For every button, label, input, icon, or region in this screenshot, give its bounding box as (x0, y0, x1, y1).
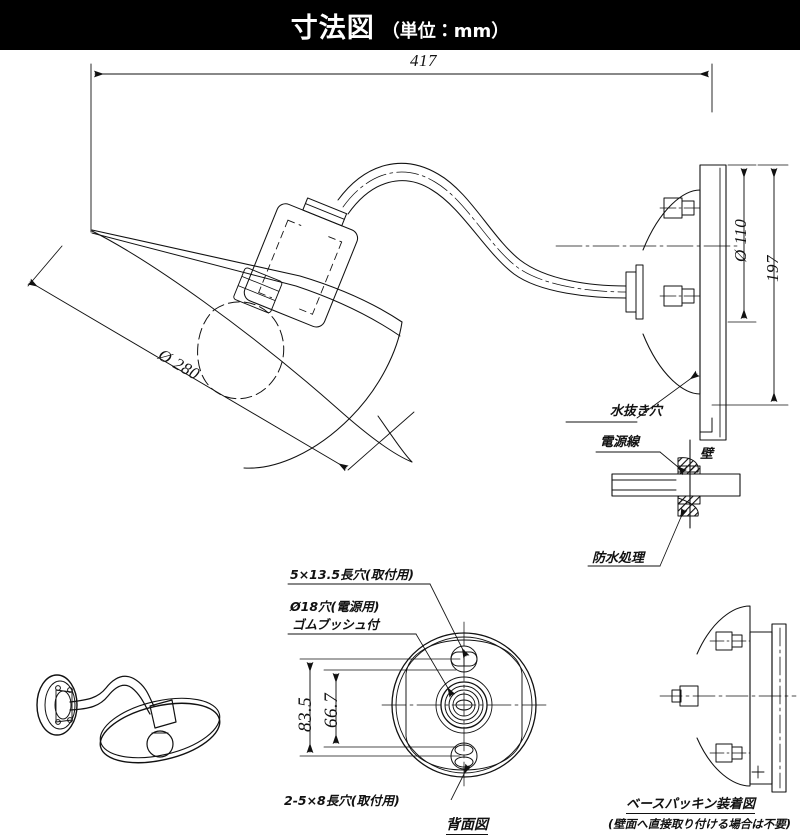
base-packing-view-group (659, 605, 797, 793)
packing-bolt-bottom (709, 743, 751, 763)
page-title: 寸法図 （単位：mm） (291, 6, 510, 45)
dim-d280 (27, 245, 415, 472)
callout-label-slot-2-5x8: 2-5×8長穴(取付用) (284, 793, 400, 808)
note-base-packing-view: (壁面へ直接取り付ける場合は不要) (608, 817, 792, 831)
mounting-bolt-bottom (659, 285, 701, 307)
callout-label-slot-5x13-5: 5×13.5長穴(取付用) (290, 567, 414, 582)
gooseneck-arm (337, 162, 627, 299)
caption-base-packing-view: ベースパッキン装着図 (626, 797, 755, 814)
packing-bolt-top (709, 631, 751, 651)
shade-body-outline (243, 321, 403, 469)
socket-collar (302, 197, 348, 227)
dim-label-hole-pitch-outer: 83.5 (295, 696, 316, 732)
drawing-canvas: 417 Ø 280 Ø 110 197 水抜き穴 電源線 壁 防水処理 5×13… (0, 50, 800, 835)
lamp-shade (91, 229, 413, 463)
caption-back-view: 背面図 (446, 817, 488, 835)
page-header: 寸法図 （単位：mm） (0, 0, 800, 50)
socket-housing (243, 203, 359, 328)
back-view-group (287, 583, 549, 800)
dim-d110 (727, 164, 757, 323)
page-title-unit-note: （単位：mm） (381, 20, 510, 42)
label-waterproofing: 防水処理 (592, 551, 645, 566)
mounting-bolt-top (659, 197, 701, 219)
callout-label-rubber-bush: ゴムブッシュ付 (292, 617, 379, 632)
callout-label-hole-d18: Ø18穴(電源用) (290, 599, 380, 614)
base-dome (642, 189, 701, 395)
wall-section-group (587, 439, 741, 567)
dim-label-overall-height: 197 (763, 255, 782, 282)
dim-label-base-diameter: Ø 110 (731, 218, 750, 262)
side-view-group (27, 63, 789, 472)
dim-417 (90, 63, 713, 233)
dim-66-7 (323, 669, 457, 748)
wall-base-plate (699, 164, 727, 441)
drain-hole (699, 417, 713, 433)
dim-label-hole-pitch-inner: 66.7 (321, 692, 342, 728)
dim-label-overall-length: 417 (410, 51, 437, 70)
dim-83-5 (299, 658, 461, 757)
light-bulb (197, 267, 285, 400)
page-title-text: 寸法図 (290, 12, 375, 44)
arm-flange (625, 264, 644, 320)
drain-hole-leader (636, 370, 700, 419)
label-wall: 壁 (700, 447, 714, 462)
technical-drawing-svg (27, 63, 797, 800)
dim-197 (711, 164, 789, 406)
callout-label-drain-hole: 水抜き穴 (610, 404, 663, 419)
perspective-view-group (36, 674, 221, 764)
label-power-cable: 電源線 (600, 435, 640, 450)
